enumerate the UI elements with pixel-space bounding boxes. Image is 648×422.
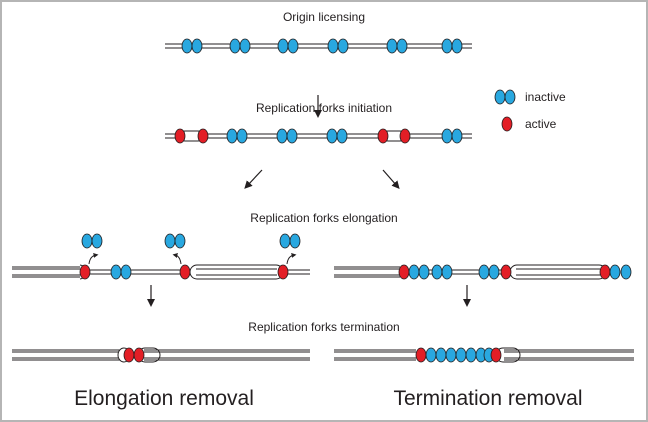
active-helicase-icon [174,128,186,144]
inactive-helicase-icon [239,38,251,54]
inactive-helicase-icon [435,347,447,363]
inactive-helicase-icon [336,128,348,144]
arrow-icon [382,169,400,190]
inactive-helicase-icon [327,38,339,54]
inactive-helicase-icon [286,128,298,144]
active-helicase-icon [398,264,410,280]
inactive-helicase-icon [408,264,420,280]
inactive-helicase-icon [451,38,463,54]
inactive-helicase-icon [478,264,490,280]
arrow-icon [244,169,263,189]
active-helicase-icon [79,264,91,280]
inactive-helicase-icon [120,264,132,280]
inactive-helicase-icon [91,233,103,249]
inactive-helicase-icon [81,233,93,249]
inactive-helicase-icon [110,264,122,280]
inactive-helicase-icon [445,347,457,363]
inactive-helicase-icon [396,38,408,54]
inactive-helicase-icon [229,38,241,54]
inactive-helicase-icon [441,264,453,280]
inactive-helicase-icon [494,89,506,105]
inactive-helicase-icon [455,347,467,363]
inactive-helicase-icon [287,38,299,54]
inactive-helicase-icon [164,233,176,249]
inactive-helicase-icon [279,233,291,249]
inactive-helicase-icon [620,264,632,280]
inactive-helicase-icon [236,128,248,144]
release-arrow-icon [172,253,182,265]
inactive-helicase-icon [465,347,477,363]
inactive-helicase-icon [276,128,288,144]
replication-bubble [189,264,284,280]
active-helicase-icon [179,264,191,280]
inactive-helicase-icon [181,38,193,54]
label-initiation: Replication forks initiation [256,101,392,115]
inactive-helicase-icon [386,38,398,54]
inactive-helicase-icon [488,264,500,280]
active-helicase-icon [277,264,289,280]
inactive-helicase-icon [174,233,186,249]
inactive-helicase-icon [289,233,301,249]
label-elongation: Replication forks elongation [250,211,397,225]
active-helicase-icon [415,347,427,363]
inactive-helicase-icon [326,128,338,144]
inactive-helicase-icon [431,264,443,280]
inactive-helicase-icon [337,38,349,54]
replication-bubble [509,264,607,280]
inactive-helicase-icon [609,264,621,280]
active-helicase-icon [377,128,389,144]
active-helicase-icon [197,128,209,144]
release-arrow-icon [286,252,297,265]
inactive-helicase-icon [441,38,453,54]
release-arrow-icon [88,252,99,265]
inactive-helicase-icon [226,128,238,144]
inactive-helicase-icon [191,38,203,54]
active-helicase-icon [500,264,512,280]
label-origin-licensing: Origin licensing [283,10,365,24]
inactive-helicase-icon [504,89,516,105]
inactive-helicase-icon [451,128,463,144]
active-helicase-icon [123,347,135,363]
inactive-helicase-icon [277,38,289,54]
active-helicase-icon [599,264,611,280]
active-helicase-icon [490,347,502,363]
label-termination-removal: Termination removal [393,387,582,410]
legend-inactive-label: inactive [525,90,566,104]
active-helicase-icon [399,128,411,144]
legend-active-label: active [525,117,557,131]
active-helicase-icon [501,116,513,132]
inactive-helicase-icon [425,347,437,363]
inactive-helicase-icon [441,128,453,144]
inactive-helicase-icon [418,264,430,280]
active-helicase-icon [133,347,145,363]
label-termination: Replication forks termination [248,320,399,334]
label-elongation-removal: Elongation removal [74,387,254,410]
